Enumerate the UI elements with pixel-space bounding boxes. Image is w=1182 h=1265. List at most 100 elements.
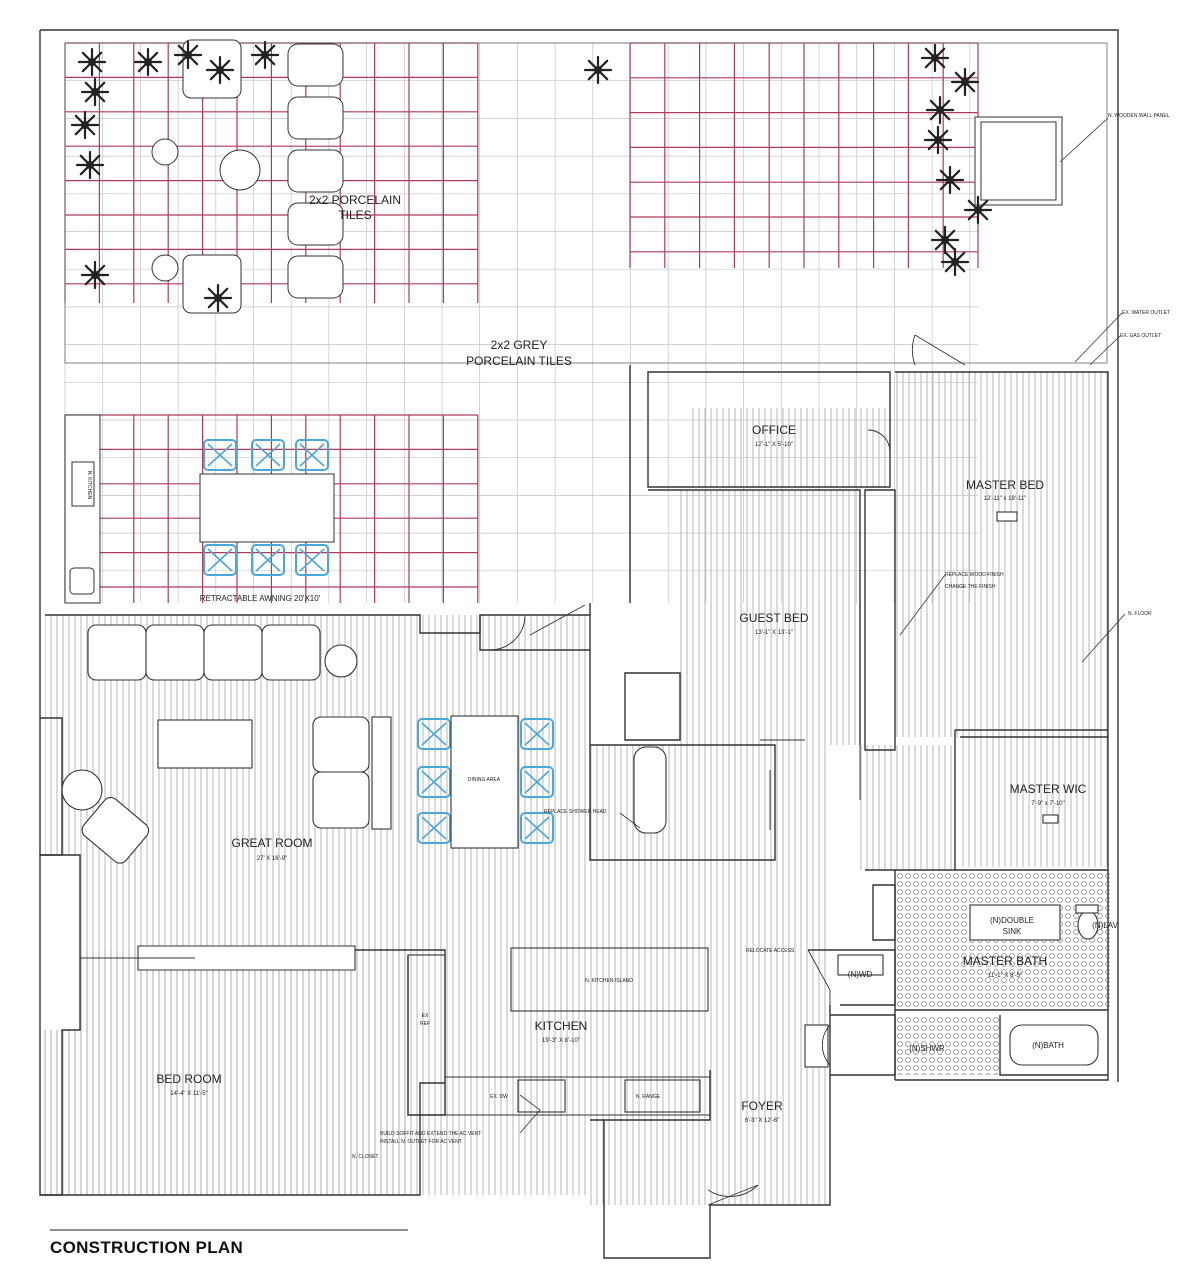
kitchen-island bbox=[510, 947, 709, 1012]
plant-icon bbox=[925, 95, 955, 125]
plant-icon bbox=[75, 150, 105, 180]
terrace-furniture bbox=[64, 39, 1063, 604]
grey-tiles-label-2: PORCELAIN TILES bbox=[466, 354, 572, 368]
master-bath-name: MASTER BATH bbox=[963, 954, 1047, 968]
nwd-label: (N)WD bbox=[848, 970, 873, 979]
water-outlet-label: EX. WATER OUTLET bbox=[1122, 310, 1170, 316]
porcelain-tiles-label-1: 2x2 PORCELAIN bbox=[309, 193, 401, 207]
n-closet-label: N. CLOSET bbox=[352, 1154, 378, 1160]
plant-icon bbox=[173, 40, 203, 70]
kitchen-counters bbox=[407, 947, 711, 1116]
range bbox=[624, 1079, 701, 1113]
bed-room-dims: 14'-4" X 11'-5" bbox=[170, 1091, 207, 1097]
plant-icon bbox=[583, 55, 613, 85]
office-floor bbox=[688, 408, 888, 488]
plant-icon bbox=[935, 165, 965, 195]
shower-tile bbox=[895, 1015, 1000, 1075]
master-bed-dims: 12'-11" x 18'-11" bbox=[984, 496, 1027, 502]
master-bed-name: MASTER BED bbox=[966, 478, 1044, 492]
great-room-dims: 27' X 16'-9" bbox=[257, 856, 287, 862]
plant-icon bbox=[133, 47, 163, 77]
great-room-furniture bbox=[61, 511, 1099, 1068]
chair-icon bbox=[251, 439, 285, 471]
master-wic-floor bbox=[960, 737, 1108, 867]
plant-icon bbox=[940, 247, 970, 277]
office-name: OFFICE bbox=[752, 423, 796, 437]
kitchen-island-label: N. KITCHEN ISLAND bbox=[585, 978, 633, 984]
guest-bed-dims: 13'-1" X 13'-1" bbox=[755, 630, 793, 636]
text-labels: 2x2 PORCELAIN TILES 2x2 GREY PORCELAIN T… bbox=[86, 113, 1170, 1160]
wooden-wall-panel-label: N. WOODEN WALL PANEL bbox=[1108, 113, 1170, 119]
chair-icon bbox=[520, 812, 554, 844]
double-sink-label-2: SINK bbox=[1003, 927, 1022, 936]
relocate-access-label: RELOCATE ACCESS bbox=[746, 948, 795, 954]
n-bath-label: (N)BATH bbox=[1032, 1041, 1064, 1050]
master-bath-dims: 11'-1" X 8'-5" bbox=[988, 973, 1022, 979]
ex-dw-label: EX. DW bbox=[490, 1094, 508, 1100]
chair-icon bbox=[520, 766, 554, 798]
hall-floor bbox=[860, 745, 955, 870]
ex-ref-label-2: REF bbox=[420, 1021, 430, 1027]
chair-icon bbox=[417, 718, 451, 750]
master-bed-floor bbox=[895, 372, 1108, 737]
chair-icon bbox=[295, 439, 329, 471]
chair-icon bbox=[417, 766, 451, 798]
doors bbox=[489, 334, 966, 1206]
porcelain-tiles-label-2: TILES bbox=[338, 208, 371, 222]
bed-room-name: BED ROOM bbox=[156, 1072, 221, 1086]
office-dims: 12'-1" X 5'-10" bbox=[755, 442, 793, 448]
plant-icon bbox=[80, 77, 110, 107]
retractable-awning-label: RETRACTABLE AWNING 20'X10' bbox=[200, 594, 321, 603]
chair-icon bbox=[203, 439, 237, 471]
plant-icon bbox=[70, 110, 100, 140]
plant-icon bbox=[950, 67, 980, 97]
soffit-note-1: BUILD SOFFIT AND EXTEND THE AC VENT bbox=[380, 1131, 481, 1137]
kitchen-name: KITCHEN bbox=[535, 1019, 588, 1033]
plant-icon bbox=[923, 125, 953, 155]
great-room-name: GREAT ROOM bbox=[232, 836, 313, 850]
sink bbox=[517, 1079, 566, 1113]
drawing-title: CONSTRUCTION PLAN bbox=[50, 1238, 244, 1257]
soffit-note-2: INSTALL N. OUTLET FOR AC VENT bbox=[380, 1139, 462, 1145]
terrace-plants bbox=[70, 40, 993, 313]
master-wic-dims: 7'-9" x 7'-10" bbox=[1031, 801, 1065, 807]
plant-icon bbox=[203, 283, 233, 313]
plant-icon bbox=[205, 55, 235, 85]
tub bbox=[633, 746, 667, 834]
walls bbox=[39, 29, 1119, 1259]
double-sink-vanity bbox=[969, 904, 1061, 941]
plant-icon bbox=[250, 40, 280, 70]
kitchen-dims: 19'-3" X 8'-10" bbox=[542, 1038, 580, 1044]
replace-wood-label-2: CHANGE THE FINISH bbox=[945, 584, 996, 590]
n-floor-label: N. FLOOR bbox=[1128, 611, 1152, 617]
n-kitchen-label: N. KITCHEN bbox=[86, 471, 92, 500]
dining-area-label: DINING AREA bbox=[468, 777, 501, 783]
n-shwr-label: (N)SHWR bbox=[909, 1044, 945, 1053]
bed-room-floor bbox=[40, 950, 410, 1195]
grey-tiles-label-1: 2x2 GREY bbox=[491, 338, 548, 352]
plant-icon bbox=[920, 43, 950, 73]
plant-icon bbox=[930, 225, 960, 255]
foyer-floor bbox=[590, 745, 830, 1205]
replace-wood-label-1: REPLACE WOOD FINISH bbox=[945, 572, 1004, 578]
chair-icon bbox=[520, 718, 554, 750]
n-bath-tub bbox=[1009, 1024, 1099, 1066]
plant-icon bbox=[77, 47, 107, 77]
guest-bed-name: GUEST BED bbox=[739, 611, 808, 625]
gas-outlet-label: EX. GAS OUTLET bbox=[1120, 333, 1161, 339]
chair-icon bbox=[417, 812, 451, 844]
dining-table bbox=[450, 715, 519, 849]
annotation-leaders bbox=[519, 117, 1126, 1134]
guest-bed-floor bbox=[678, 490, 858, 745]
master-wic-name: MASTER WIC bbox=[1010, 782, 1087, 796]
chair-icon bbox=[251, 544, 285, 576]
n-lav-label: (N)LAV bbox=[1092, 921, 1118, 930]
n-range-label: N. RANGE bbox=[636, 1094, 661, 1100]
flooring bbox=[40, 43, 1110, 1205]
foyer-dims: 6'-3" X 12'-6" bbox=[745, 1118, 780, 1124]
plant-icon bbox=[80, 260, 110, 290]
dining-chairs bbox=[203, 439, 554, 844]
ex-ref-label-1: EX bbox=[422, 1013, 429, 1019]
chair-icon bbox=[295, 544, 329, 576]
